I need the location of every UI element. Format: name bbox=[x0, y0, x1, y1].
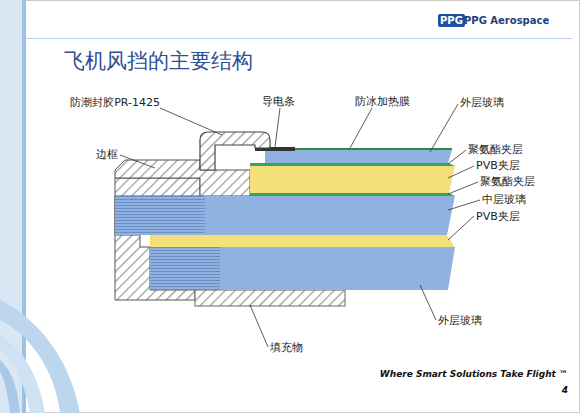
part-label: 防潮封胶PR-1425 bbox=[70, 96, 160, 109]
part-label: 中层玻璃 bbox=[482, 193, 526, 206]
part-label: 防冰加热膜 bbox=[355, 95, 410, 108]
footer-slogan: Where Smart Solutions Take Flight ™ bbox=[380, 368, 568, 381]
part-label: PVB夹层 bbox=[476, 210, 520, 223]
part-label: 外层玻璃 bbox=[460, 96, 504, 109]
part-label: 导电条 bbox=[262, 95, 295, 108]
part-label: PVB夹层 bbox=[476, 159, 520, 172]
part-label: 聚氨酯夹层 bbox=[468, 143, 523, 156]
page-number: 4 bbox=[562, 384, 568, 397]
brand-name: PPG Aerospace bbox=[464, 14, 549, 27]
part-label: 填充物 bbox=[270, 341, 303, 354]
part-label: 边框 bbox=[96, 148, 118, 161]
slide-title: 飞机风挡的主要结构 bbox=[64, 48, 253, 74]
part-label: 外层玻璃 bbox=[438, 314, 482, 327]
logo-mark: PPG bbox=[438, 14, 465, 27]
part-label: 聚氨酯夹层 bbox=[480, 175, 535, 188]
